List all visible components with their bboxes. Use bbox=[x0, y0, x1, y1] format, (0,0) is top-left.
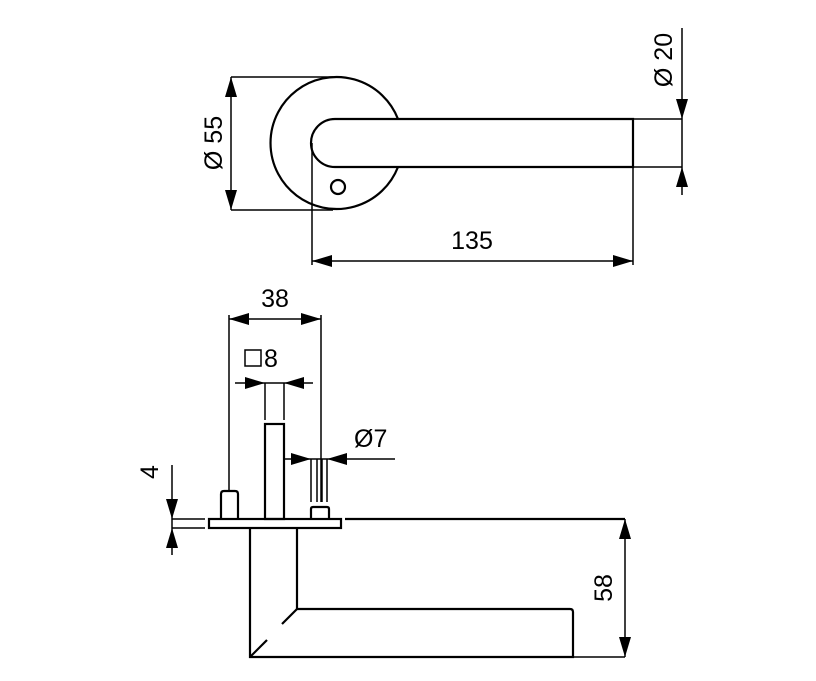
dim-spindle-square: 8 bbox=[264, 345, 278, 373]
dim-handle-height: 58 bbox=[590, 574, 618, 602]
dim-lever-length: 135 bbox=[451, 227, 493, 255]
dim-projection: 38 bbox=[261, 285, 289, 313]
spindle bbox=[263, 422, 286, 521]
screw-hole bbox=[329, 178, 347, 196]
dim-rose-thickness: 4 bbox=[136, 465, 164, 479]
lever-side bbox=[248, 528, 575, 659]
square-symbol-icon bbox=[244, 349, 262, 367]
dim-rose-diameter: Ø 55 bbox=[200, 116, 228, 170]
top-view: Ø 55 Ø 20 135 bbox=[200, 28, 688, 267]
left-pin bbox=[219, 489, 240, 519]
rose-plate bbox=[207, 517, 343, 530]
rose-circle bbox=[269, 75, 400, 211]
dim-pin-diameter: Ø7 bbox=[354, 425, 387, 453]
side-view: 38 8 Ø7 4 58 bbox=[136, 285, 631, 659]
right-pin bbox=[309, 505, 331, 519]
lever-bar bbox=[309, 117, 635, 169]
dim-lever-diameter: Ø 20 bbox=[650, 33, 678, 87]
